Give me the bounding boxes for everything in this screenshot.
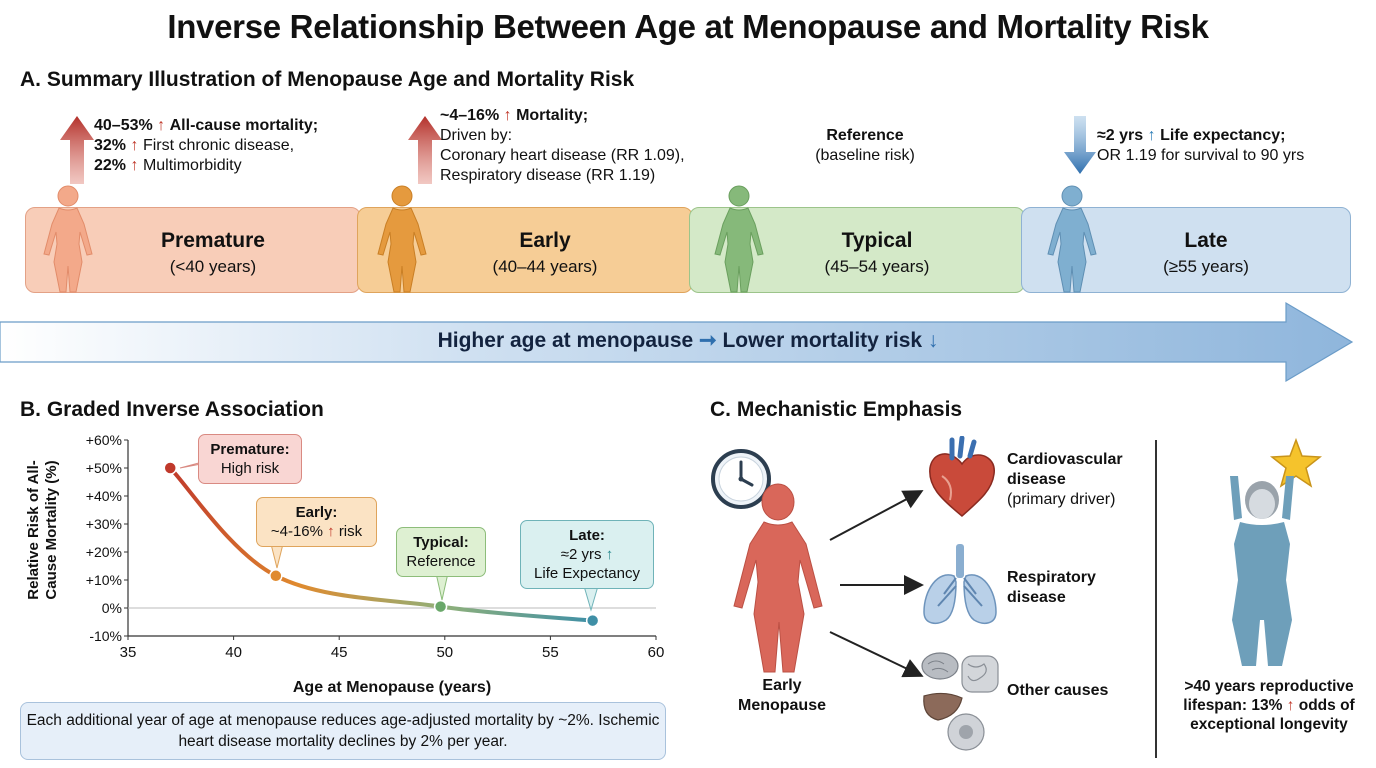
data-point bbox=[433, 599, 448, 614]
y-tick-label: +40% bbox=[86, 488, 122, 504]
y-tick-label: +60% bbox=[86, 432, 122, 448]
up-arrow-icon: ↑ bbox=[157, 117, 166, 134]
stat-value: ~4–16% bbox=[440, 107, 500, 124]
red-up-arrow-icon bbox=[408, 116, 442, 184]
callout-pointer bbox=[435, 572, 449, 601]
x-tick-label: 45 bbox=[331, 644, 348, 661]
premature-annotation: 40–53% ↑ All-cause mortality; 32% ↑ Firs… bbox=[94, 117, 319, 174]
section-c-title: C. Mechanistic Emphasis bbox=[710, 398, 963, 421]
right-arrow-icon: ➞ bbox=[699, 329, 717, 352]
cause-respiratory: Respiratory disease bbox=[1007, 569, 1096, 606]
down-arrow-icon: ↓ bbox=[927, 329, 939, 352]
stat-value: 40–53% bbox=[94, 117, 153, 134]
y-tick-label: +50% bbox=[86, 460, 122, 476]
arrow-caption: Higher age at menopause ➞ Lower mortalit… bbox=[437, 329, 939, 352]
callout-pointer bbox=[583, 585, 599, 612]
woman-figure-icon bbox=[714, 185, 764, 293]
stage-box-premature: Premature (<40 years) bbox=[25, 207, 361, 293]
callout-early: Early: ~4-16% ↑ risk bbox=[256, 497, 377, 547]
x-tick-label: 50 bbox=[436, 644, 453, 661]
summary-note: Each additional year of age at menopause… bbox=[20, 702, 666, 760]
x-tick-label: 35 bbox=[120, 644, 137, 661]
y-tick-label: -10% bbox=[89, 628, 122, 644]
page-title: Inverse Relationship Between Age at Meno… bbox=[167, 8, 1209, 45]
age-direction-arrow bbox=[0, 301, 1354, 383]
data-point bbox=[585, 613, 600, 628]
stat-value: 22% bbox=[94, 157, 127, 174]
section-b-title: B. Graded Inverse Association bbox=[20, 398, 324, 421]
blue-down-arrow-icon bbox=[1064, 116, 1096, 174]
callout-typical: Typical: Reference bbox=[396, 527, 486, 577]
risk-curve bbox=[168, 466, 595, 623]
x-tick-label: 55 bbox=[542, 644, 559, 661]
y-tick-label: +30% bbox=[86, 516, 122, 532]
x-tick-label: 60 bbox=[648, 644, 665, 661]
up-arrow-icon: ↑ bbox=[130, 137, 139, 154]
risk-line-chart: -10% 0% +10% +20% +30% +40% +50% +60% 35 40 45 50 55… bbox=[25, 432, 665, 696]
up-arrow-icon: ↑ bbox=[605, 546, 614, 563]
woman-figure-icon bbox=[377, 185, 427, 293]
longevity-note: >40 years reproductive lifespan: 13% ↑ o… bbox=[1183, 678, 1355, 733]
stat-value: 32% bbox=[94, 137, 127, 154]
data-point bbox=[163, 461, 177, 475]
heart-icon bbox=[929, 436, 995, 517]
typical-annotation: Reference (baseline risk) bbox=[815, 127, 915, 164]
section-a-title: A. Summary Illustration of Menopause Age… bbox=[20, 68, 635, 91]
woman-figure-icon bbox=[1047, 185, 1097, 293]
x-tick-label: 40 bbox=[225, 644, 242, 661]
cause-arrows bbox=[829, 490, 924, 678]
up-arrow-icon: ↑ bbox=[130, 157, 139, 174]
callout-premature: Premature: High risk bbox=[198, 434, 302, 484]
woman-figure-icon bbox=[733, 483, 823, 673]
star-icon bbox=[1270, 438, 1322, 488]
clock-icon bbox=[711, 449, 771, 509]
y-tick-label: 0% bbox=[102, 600, 122, 616]
callout-late: Late: ≈2 yrs ↑ Life Expectancy bbox=[520, 520, 654, 589]
cause-other: Other causes bbox=[1007, 682, 1109, 699]
y-axis-label: Relative Risk of All- bbox=[25, 460, 42, 599]
woman-figure-icon bbox=[43, 185, 93, 293]
organs-icon bbox=[921, 652, 999, 751]
lungs-icon bbox=[923, 544, 997, 625]
stat-value: ≈2 yrs bbox=[1097, 127, 1144, 144]
divider bbox=[1155, 440, 1157, 758]
data-point bbox=[269, 569, 283, 583]
x-axis-label: Age at Menopause (years) bbox=[293, 679, 491, 696]
late-annotation: ≈2 yrs ↑ Life expectancy; OR 1.19 for su… bbox=[1097, 127, 1305, 164]
up-arrow-icon: ↑ bbox=[327, 523, 335, 540]
y-tick-label: +20% bbox=[86, 544, 122, 560]
y-axis-label: Cause Mortality (%) bbox=[43, 460, 60, 599]
early-annotation: ~4–16% ↑ Mortality; Driven by: Coronary … bbox=[440, 107, 685, 184]
up-arrow-icon: ↑ bbox=[503, 107, 512, 124]
up-arrow-icon: ↑ bbox=[1286, 697, 1295, 714]
elderly-woman-icon bbox=[1230, 476, 1294, 666]
y-tick-label: +10% bbox=[86, 572, 122, 588]
cause-cardiovascular: Cardiovascular disease (primary driver) bbox=[1007, 451, 1123, 508]
early-menopause-label: Early Menopause bbox=[737, 677, 826, 714]
up-arrow-icon: ↑ bbox=[1147, 127, 1156, 144]
red-up-arrow-icon bbox=[60, 116, 94, 184]
